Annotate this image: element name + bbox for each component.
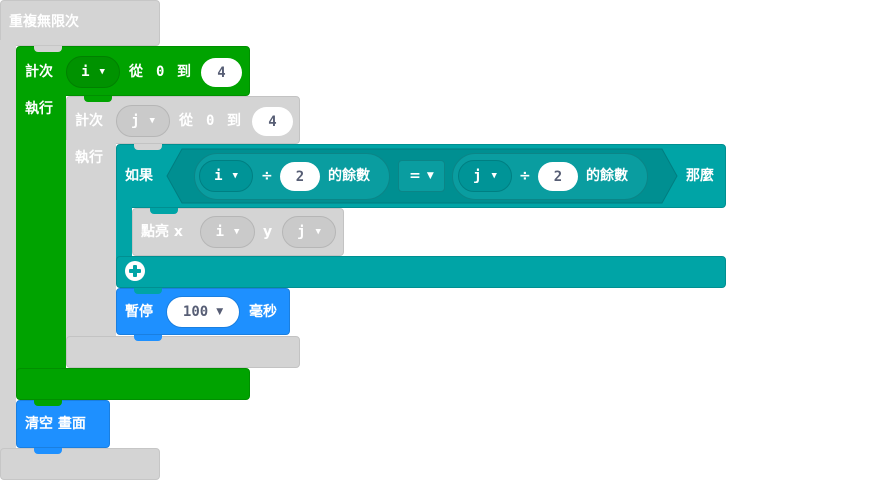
inner-for-notch [84, 96, 112, 102]
plot-x-var-dropdown[interactable]: i ▼ [200, 216, 255, 248]
right-divide-op: ÷ [519, 168, 531, 184]
right-var-name: j [473, 168, 482, 184]
caret-down-icon: ▼ [491, 170, 497, 181]
compare-op-dropdown[interactable]: = ▼ [398, 160, 445, 192]
inner-for-bottom [66, 336, 300, 368]
then-label: 那麼 [686, 168, 714, 184]
caret-down-icon: ▼ [149, 115, 155, 126]
inner-for-from-value[interactable]: 0 [206, 113, 215, 129]
left-divisor-input[interactable]: 2 [280, 162, 320, 191]
pause-unit-label: 毫秒 [249, 304, 277, 320]
caret-down-icon: ▼ [234, 226, 240, 237]
left-var-name: i [214, 168, 223, 184]
pause-bottom-tab [134, 335, 162, 341]
outer-for-bottom [16, 368, 250, 400]
inner-for-var-name: j [131, 113, 140, 129]
plus-circle-icon[interactable] [124, 260, 146, 282]
plot-y-var-name: j [297, 224, 306, 240]
inner-for-do-label: 執行 [75, 150, 103, 166]
plot-y-var-dropdown[interactable]: j ▼ [282, 216, 336, 248]
caret-down-icon: ▼ [99, 66, 105, 77]
outer-for-arm [16, 90, 66, 380]
plot-notch [150, 208, 178, 214]
forever-block[interactable] [0, 0, 160, 46]
clear-screen-label: 清空 畫面 [25, 416, 86, 432]
if-notch [134, 144, 162, 150]
if-block-arm [116, 200, 132, 264]
outer-for-count-label: 計次 [25, 64, 53, 80]
pause-notch [134, 288, 162, 294]
pause-duration-value: 100 [182, 304, 209, 320]
clear-screen-bottom-tab [34, 448, 62, 454]
right-remainder-label: 的餘數 [586, 168, 628, 184]
left-var-dropdown[interactable]: i ▼ [199, 160, 253, 192]
inner-for-from-label: 從 [179, 113, 193, 129]
forever-label: 重複無限次 [9, 14, 79, 30]
inner-for-arm [66, 140, 116, 364]
caret-down-icon: ▼ [232, 170, 238, 181]
if-label: 如果 [125, 168, 153, 184]
outer-for-notch [34, 46, 62, 52]
caret-down-icon: ▼ [426, 170, 434, 181]
inner-for-to-input[interactable]: 4 [252, 107, 293, 136]
pause-duration-dropdown[interactable]: 100 ▼ [166, 296, 240, 328]
if-block-bottom [116, 256, 726, 288]
inner-for-var-dropdown[interactable]: j ▼ [116, 105, 170, 137]
outer-for-to-label: 到 [177, 64, 191, 80]
plot-label: 點亮 x [141, 224, 183, 240]
outer-for-do-label: 執行 [25, 101, 53, 117]
outer-for-to-input[interactable]: 4 [201, 58, 242, 87]
inner-for-count-label: 計次 [75, 113, 103, 129]
outer-for-from-value[interactable]: 0 [156, 64, 165, 80]
pause-label: 暫停 [125, 304, 153, 320]
left-divide-op: ÷ [261, 168, 273, 184]
forever-block-bottom [0, 448, 160, 480]
left-remainder-label: 的餘數 [328, 168, 370, 184]
plot-x-var-name: i [215, 224, 224, 240]
outer-for-from-label: 從 [129, 64, 143, 80]
plot-y-label: y [263, 224, 273, 240]
right-var-dropdown[interactable]: j ▼ [458, 160, 512, 192]
outer-for-var-name: i [81, 64, 90, 80]
caret-down-icon: ▼ [315, 226, 321, 237]
caret-down-icon: ▼ [216, 306, 224, 317]
clear-screen-notch [34, 400, 62, 406]
compare-op-value: = [409, 168, 421, 184]
inner-for-to-label: 到 [227, 113, 241, 129]
clear-screen-block[interactable] [16, 400, 110, 448]
right-divisor-input[interactable]: 2 [538, 162, 578, 191]
forever-block-arm [0, 40, 16, 456]
outer-for-var-dropdown[interactable]: i ▼ [66, 56, 120, 88]
